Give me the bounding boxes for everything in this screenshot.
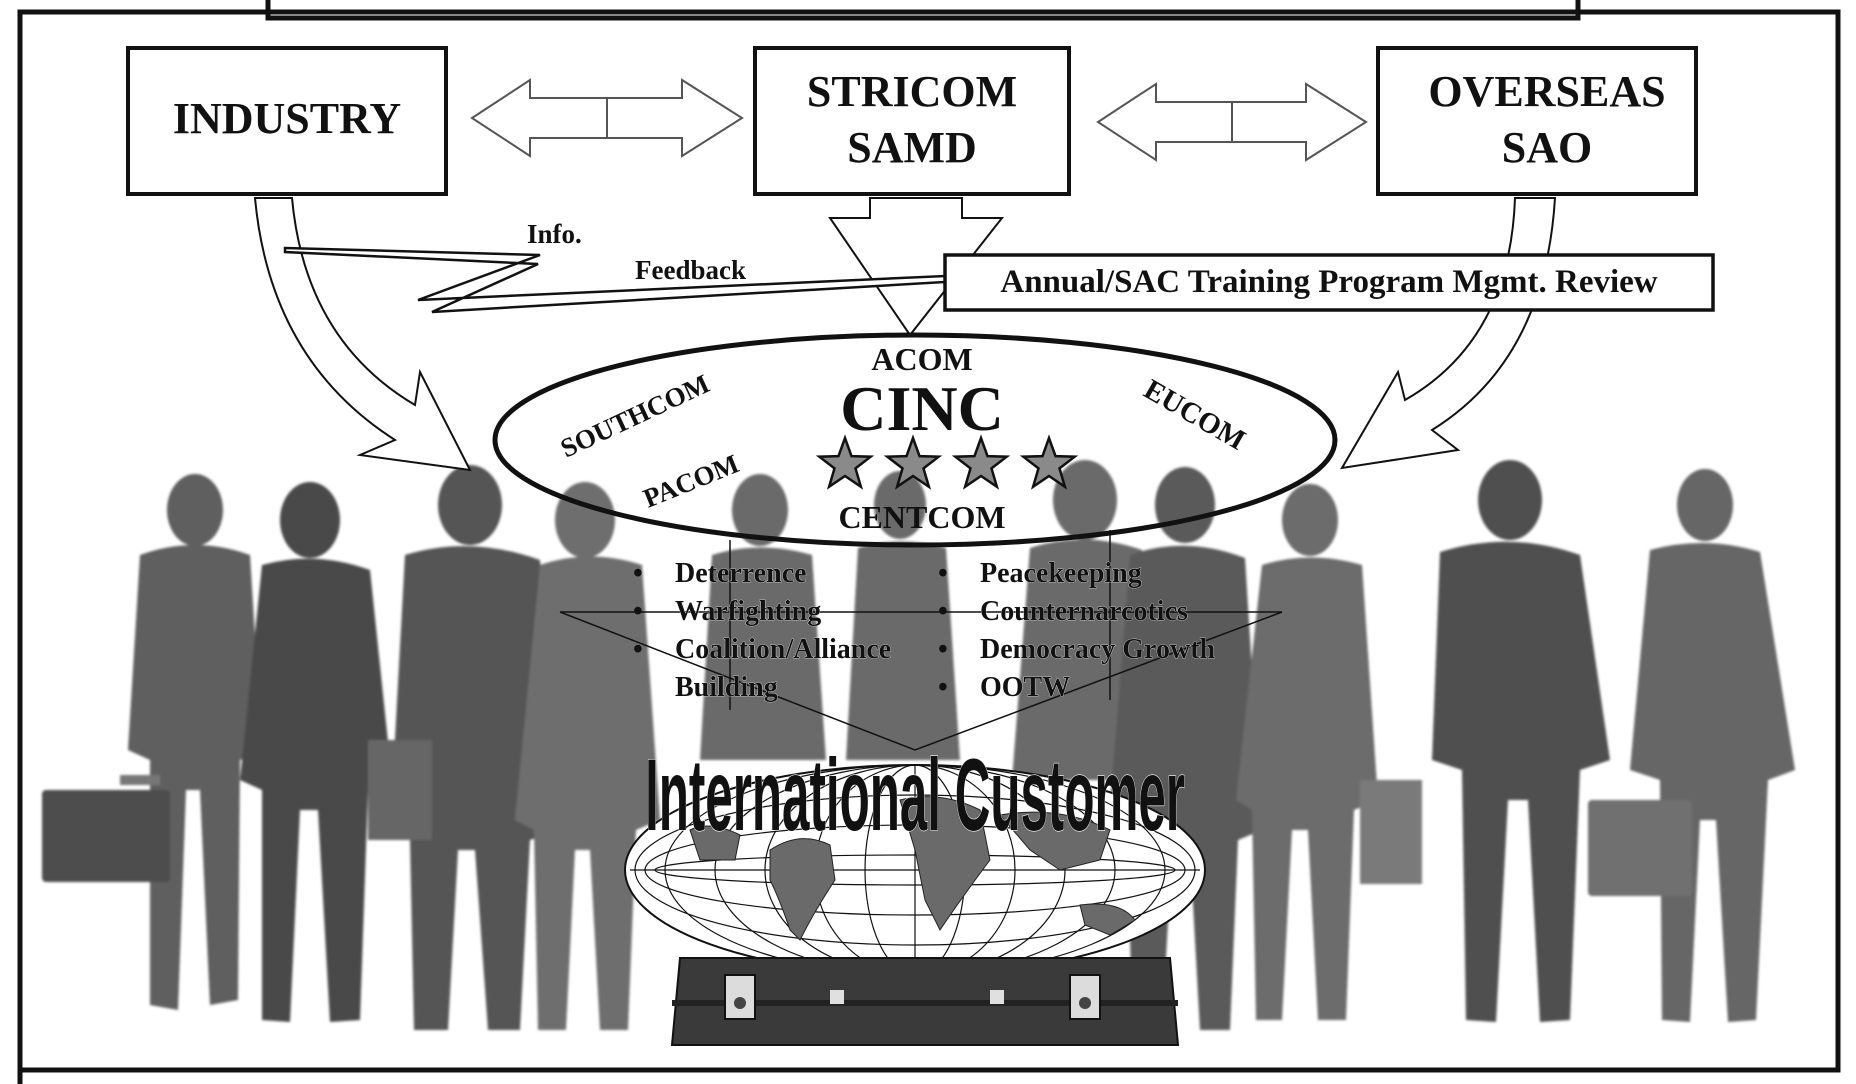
mission-item-left-2: Coalition/Alliance — [675, 634, 891, 665]
mission-item-left-3: Building — [675, 672, 778, 703]
person-silhouette-1 — [42, 474, 262, 1010]
exchange-arrows — [470, 78, 1368, 162]
cinc-ellipse: ACOM CINC SOUTHCOM PACOM EUCOM CENTCOM — [492, 332, 1338, 548]
bullet-icon: • — [938, 672, 948, 703]
bullet-icon: • — [633, 558, 643, 589]
stricom-label: STRICOM — [807, 67, 1017, 116]
customer-title: International Customer — [645, 738, 1185, 852]
star-icon — [883, 434, 943, 490]
outer-frame — [17, 9, 1841, 1084]
globe-continents — [689, 796, 1136, 941]
eucom-label: EUCOM — [1139, 373, 1251, 456]
person-silhouette-2 — [240, 482, 392, 1022]
title-banner — [265, 0, 1581, 21]
review-label: Annual/SAC Training Program Mgmt. Review — [1000, 264, 1657, 300]
acom-label: ACOM — [871, 341, 972, 377]
stricom-box: STRICOM SAMD — [753, 46, 1071, 196]
bullet-icon: • — [938, 634, 948, 665]
bullet-icon: • — [938, 558, 948, 589]
pacom-label: PACOM — [639, 448, 743, 513]
mission-item-right-0: Peacekeeping — [980, 558, 1142, 589]
briefcase-icon — [670, 957, 1180, 1046]
review-box: Annual/SAC Training Program Mgmt. Review — [943, 253, 1715, 312]
info-label: Info. — [527, 219, 582, 249]
industry-box: INDUSTRY — [126, 46, 448, 196]
overseas-down-arrow — [1340, 197, 1557, 470]
people-silhouettes — [42, 460, 1795, 1030]
cinc-title: CINC — [840, 373, 1004, 444]
centcom-label: CENTCOM — [838, 499, 1005, 535]
star-icon — [951, 434, 1011, 490]
industry-down-arrow — [253, 197, 472, 472]
southcom-label: SOUTHCOM — [556, 368, 714, 463]
feedback-zigzag-arrow — [283, 246, 947, 314]
person-silhouette-8 — [1432, 460, 1610, 1022]
bullet-icon: • — [633, 596, 643, 627]
overseas-label: OVERSEAS — [1428, 67, 1665, 116]
overseas-box: OVERSEAS SAO — [1376, 46, 1698, 196]
missions-right-list: • Peacekeeping • Counternarcotics • Democracy… — [938, 558, 1216, 704]
mission-item-left-1: Warfighting — [675, 596, 821, 627]
person-silhouette-5 — [700, 460, 1160, 780]
missions-left-list: • Deterrence • Warfighting • Coalition/Allian… — [633, 558, 892, 704]
bullet-icon: • — [633, 634, 643, 665]
samd-label: SAMD — [847, 123, 977, 172]
person-silhouette-9 — [1588, 469, 1795, 1022]
bullet-icon: • — [938, 596, 948, 627]
star-rank-icons — [815, 434, 1079, 490]
feedback-label: Feedback — [635, 255, 746, 285]
mission-item-right-3: OOTW — [980, 672, 1070, 703]
person-silhouette-7 — [1236, 484, 1422, 1020]
person-silhouette-3 — [368, 465, 558, 1030]
sao-label: SAO — [1502, 123, 1592, 172]
mission-item-left-0: Deterrence — [675, 558, 807, 589]
convergence-lines — [559, 530, 1283, 751]
mission-item-right-1: Counternarcotics — [980, 596, 1188, 627]
mission-item-right-2: Democracy Growth — [980, 634, 1216, 665]
star-icon — [815, 434, 875, 490]
globe-illustration — [624, 764, 1206, 1046]
industry-label: INDUSTRY — [173, 94, 401, 143]
star-icon — [1019, 434, 1079, 490]
